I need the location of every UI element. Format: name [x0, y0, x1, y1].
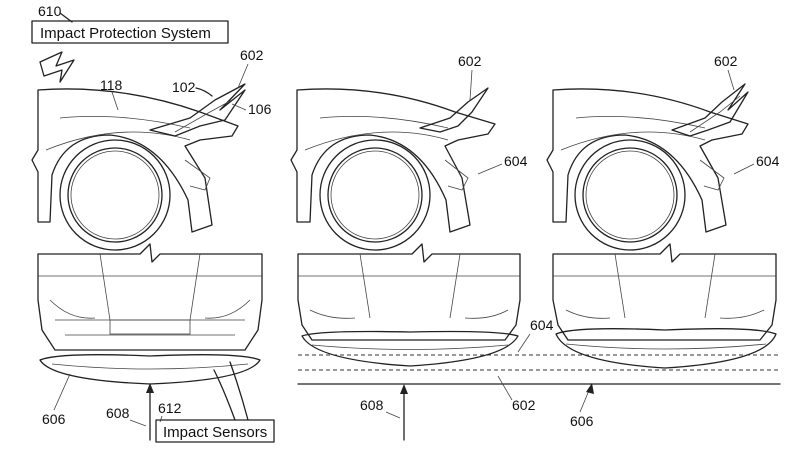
label-604-p3: 604 [756, 153, 780, 169]
shield-606 [39, 354, 261, 385]
label-608-p1: 608 [106, 405, 130, 421]
label-106: 106 [248, 101, 272, 117]
sensor-box-ref: 612 [158, 400, 182, 416]
panel-1-front-view: 608 606 612 Impact Sensors [37, 243, 275, 443]
panel-3-front-view: 606 [552, 243, 777, 429]
label-604-lower: 604 [530, 317, 554, 333]
panel-2-front-view: 608 604 602 [297, 243, 781, 441]
label-602-p1: 602 [240, 47, 264, 63]
label-118: 118 [100, 77, 123, 93]
system-box [31, 20, 229, 44]
label-608-p2: 608 [360, 397, 384, 413]
label-602-lower: 602 [512, 397, 536, 413]
sensor-box [155, 419, 275, 443]
panel-3-side-view: 602 604 [546, 53, 780, 251]
system-box-label: Impact Protection System [40, 25, 211, 42]
label-602-p3: 602 [714, 53, 738, 69]
label-606-p3: 606 [570, 413, 594, 429]
label-606-p1: 606 [42, 411, 66, 427]
panel-2-side-view: 602 604 [290, 53, 528, 251]
sensor-box-label: Impact Sensors [163, 424, 267, 441]
label-604-p2: 604 [504, 153, 528, 169]
panel-1-side-view: 610 Impact Protection System 118 102 602… [31, 3, 272, 251]
label-602-p2: 602 [458, 53, 482, 69]
system-box-ref: 610 [38, 3, 62, 19]
lightning-icon [39, 51, 75, 83]
label-102: 102 [172, 79, 196, 95]
